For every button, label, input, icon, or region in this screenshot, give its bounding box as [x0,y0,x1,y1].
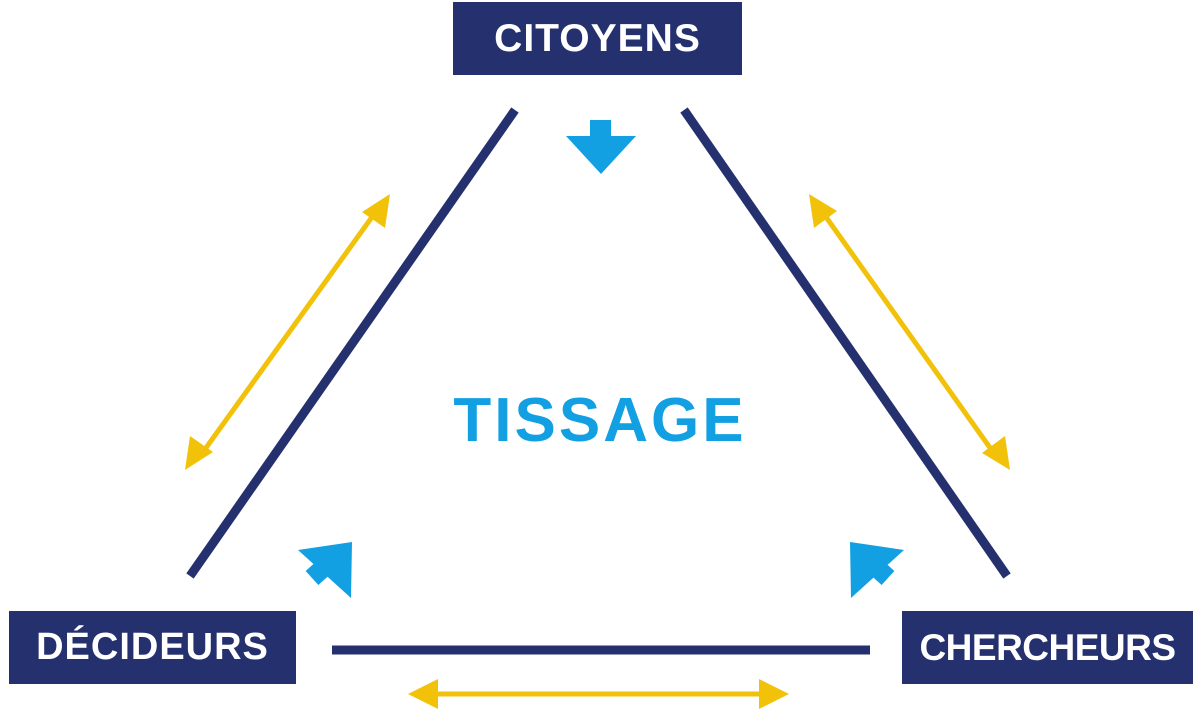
edge-citoyens-decideurs [186,107,519,579]
exchange-arrow-bottom [408,679,789,709]
node-citoyens: CITOYENS [453,2,742,75]
node-decideurs: DÉCIDEURS [9,611,296,684]
node-chercheurs: CHERCHEURS [902,611,1193,684]
edge-citoyens-chercheurs [680,107,1011,579]
arrow-up-right-icon [298,542,352,598]
arrow-down-icon [566,120,636,174]
center-label-tissage: TISSAGE [453,385,747,455]
exchange-arrow-left [185,194,390,470]
exchange-arrow-right [809,194,1010,470]
arrow-up-left-icon [850,542,904,598]
